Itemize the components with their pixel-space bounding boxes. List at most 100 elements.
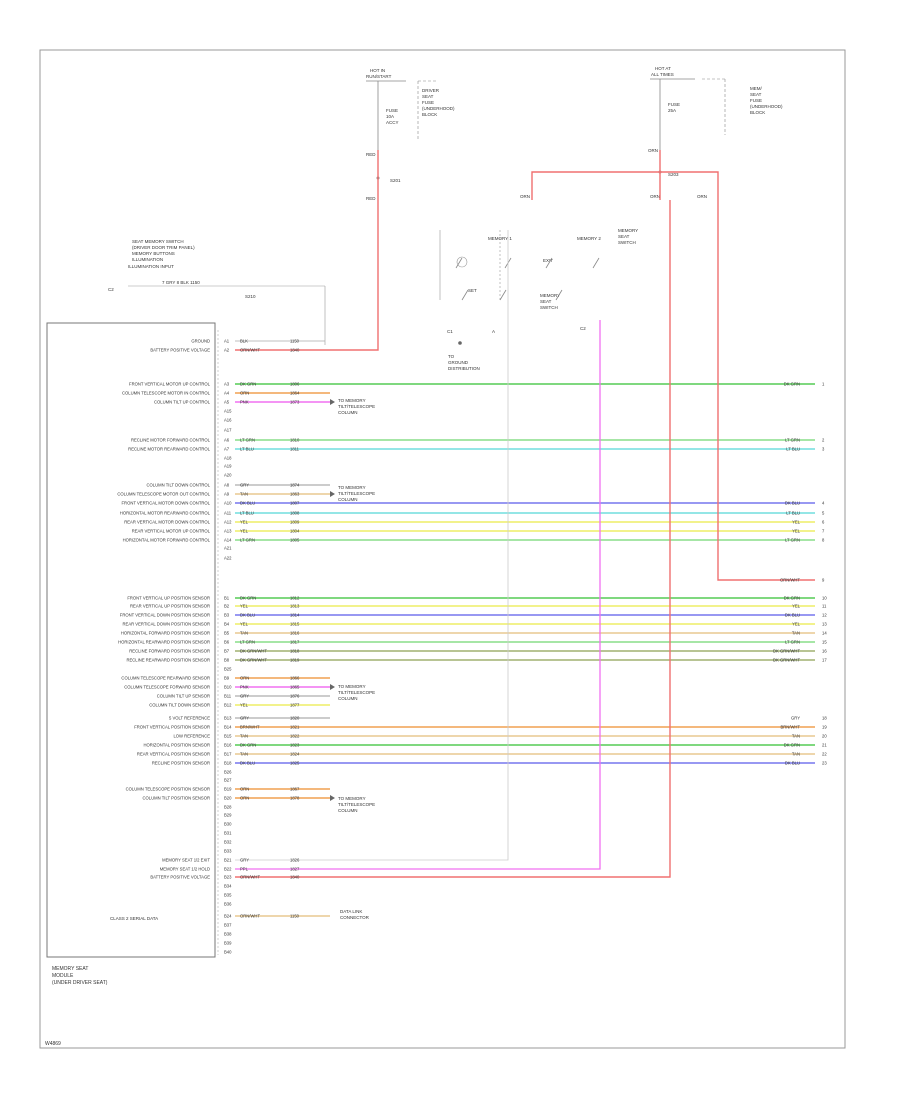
pin-label: HORIZONTAL MOTOR FORWARD CONTROL xyxy=(123,538,211,543)
pin-wire: DK GRN/WHT xyxy=(240,649,267,654)
pin-label: REAR VERTICAL MOTOR UP CONTROL xyxy=(132,529,211,534)
pin-circuit: 1840 xyxy=(290,348,300,353)
pin-number: A2 xyxy=(224,348,230,353)
pin-label: COLUMN TELESCOPE FORWARD SENSOR xyxy=(124,685,210,690)
svg-text:CONNECTOR: CONNECTOR xyxy=(340,915,370,920)
right-terminal-number: 7 xyxy=(822,529,825,534)
svg-text:COLUMN: COLUMN xyxy=(338,497,358,502)
pin-number: A8 xyxy=(224,483,230,488)
svg-text:COLUMN: COLUMN xyxy=(338,808,358,813)
pin-circuit: 1878 xyxy=(290,796,300,801)
svg-text:MEMORY BUTTONS: MEMORY BUTTONS xyxy=(132,251,175,256)
right-wire-label: LT BLU xyxy=(786,511,800,516)
pin-wire: YEL xyxy=(240,622,249,627)
pin-circuit: 1812 xyxy=(290,596,300,601)
svg-text:TO: TO xyxy=(448,354,455,359)
pin-circuit: 1808 xyxy=(290,511,300,516)
right-terminal-number: 5 xyxy=(822,511,825,516)
pin-label: COLUMN TELESCOPE MOTOR OUT CONTROL xyxy=(117,492,210,497)
right-terminal-number: 1 xyxy=(822,382,825,387)
pin-number-unused: B30 xyxy=(224,822,232,827)
right-terminal-number: 9 xyxy=(822,578,825,583)
pin-wire: GRY xyxy=(240,716,249,721)
svg-text:MEMORY: MEMORY xyxy=(618,228,638,233)
pin-number-unused: B33 xyxy=(224,849,232,854)
module-label-line-1: MEMORY SEAT xyxy=(52,966,88,972)
seat-memory-switch-note: SEAT MEMORY SWITCH (DRIVER DOOR TRIM PAN… xyxy=(108,239,326,345)
class2-label: CLASS 2 SERIAL DATA xyxy=(110,916,158,921)
pin-wire: TAN xyxy=(240,492,248,497)
pin-wire: ORN xyxy=(240,676,249,681)
pin-label: RECLINE REARWARD POSITION SENSOR xyxy=(126,658,210,663)
pin-number-unused: B28 xyxy=(224,805,232,810)
right-wire-label: LT GRN xyxy=(785,640,800,645)
pin-label: COLUMN TELESCOPE REARWARD SENSOR xyxy=(121,676,210,681)
right-terminal-number: 18 xyxy=(822,716,827,721)
svg-text:TILT/TELESCOPE: TILT/TELESCOPE xyxy=(338,491,375,496)
pin-label: HORIZONTAL MOTOR REARWARD CONTROL xyxy=(120,511,211,516)
pin-number-unused: A15 xyxy=(224,409,232,414)
right-terminal-number: 10 xyxy=(822,596,827,601)
pin-number-unused: A20 xyxy=(224,473,232,478)
pin-wire: ORN xyxy=(240,796,249,801)
pin-circuit: 1150 xyxy=(290,339,300,344)
pin-number-unused: A17 xyxy=(224,428,232,433)
svg-text:DRIVER: DRIVER xyxy=(422,88,440,93)
pin-number: B17 xyxy=(224,752,232,757)
pin-wire: TAN xyxy=(240,752,248,757)
pin-number: B13 xyxy=(224,716,232,721)
pin-wire: PNK xyxy=(240,400,249,405)
pin-circuit: 1811 xyxy=(290,447,300,452)
svg-text:(DRIVER DOOR TRIM PANEL): (DRIVER DOOR TRIM PANEL) xyxy=(132,245,195,250)
svg-text:FUSE: FUSE xyxy=(422,100,434,105)
diagram-border xyxy=(39,49,846,1049)
memory-exit-wire xyxy=(235,230,509,861)
pin-number-unused: B27 xyxy=(224,778,232,783)
telescope-note-2: TO MEMORY TILT/TELESCOPE COLUMN xyxy=(338,485,375,502)
battery-wire-2 xyxy=(235,200,671,878)
pin-number: A5 xyxy=(224,400,230,405)
right-wire-label: TAN xyxy=(792,734,800,739)
svg-text:MEMORY: MEMORY xyxy=(540,293,560,298)
right-wire-label: DK BLU xyxy=(785,613,800,618)
pin-wire: DK GRN xyxy=(240,382,256,387)
pin-wire: BLK xyxy=(240,339,248,344)
pin-label: MEMORY SEAT 1/2 HOLD xyxy=(160,867,210,872)
pin-label: FRONT VERTICAL POSITION SENSOR xyxy=(134,725,210,730)
memory-hold-wire xyxy=(235,320,601,870)
battery-feed-wire xyxy=(531,171,815,581)
pin-wire: ORN/WHT xyxy=(240,875,260,880)
pin-number: B20 xyxy=(224,796,232,801)
right-wire-label: YEL xyxy=(792,520,801,525)
right-terminal-number: 21 xyxy=(822,743,827,748)
pin-label: COLUMN TELESCOPE POSITION SENSOR xyxy=(126,787,210,792)
right-wire-label: LT BLU xyxy=(786,447,800,452)
pin-circuit: 1815 xyxy=(290,622,300,627)
pin-label: HORIZONTAL POSITION SENSOR xyxy=(143,743,210,748)
right-wire-label: YEL xyxy=(792,604,801,609)
pin-label: REAR VERTICAL UP POSITION SENSOR xyxy=(130,604,210,609)
svg-text:SEAT MEMORY SWITCH: SEAT MEMORY SWITCH xyxy=(132,239,184,244)
pin-circuit: 1864 xyxy=(290,391,300,396)
data-link-note: DATA LINK CONNECTOR xyxy=(340,909,370,920)
pin-wire: LT BLU xyxy=(240,447,254,452)
pin-number: A3 xyxy=(224,382,230,387)
svg-text:SEAT: SEAT xyxy=(750,92,762,97)
right-terminal-number: 2 xyxy=(822,438,825,443)
pin-circuit: 1814 xyxy=(290,613,300,618)
pin-wire: GRY xyxy=(240,483,249,488)
svg-text:MEMORY 1: MEMORY 1 xyxy=(488,236,512,241)
right-terminal-number: 13 xyxy=(822,622,827,627)
right-terminal-number: 8 xyxy=(822,538,825,543)
pin-wire: DK GRN xyxy=(240,743,256,748)
right-terminal-number: 23 xyxy=(822,761,827,766)
svg-text:FUSE: FUSE xyxy=(668,102,680,107)
svg-text:SEAT: SEAT xyxy=(618,234,630,239)
svg-text:C1: C1 xyxy=(447,329,453,334)
right-wire-label: DK GRN xyxy=(784,596,800,601)
svg-text:ILLUMINATION: ILLUMINATION xyxy=(132,257,163,262)
pin-label: REAR VERTICAL POSITION SENSOR xyxy=(137,752,210,757)
pin-number: B6 xyxy=(224,640,230,645)
telescope-note-3: TO MEMORY TILT/TELESCOPE COLUMN xyxy=(338,684,375,701)
pin-circuit: 1813 xyxy=(290,604,300,609)
